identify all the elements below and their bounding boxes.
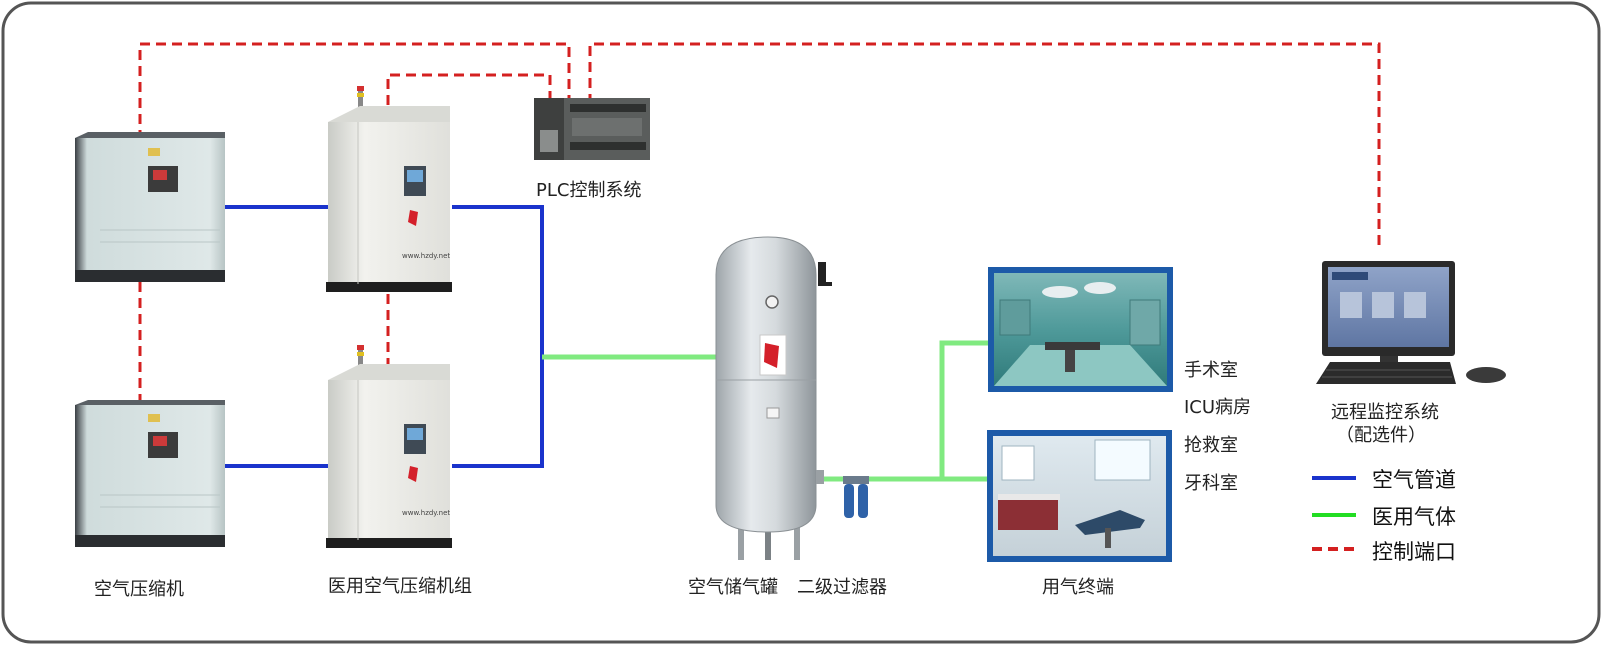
- plc-unit: [534, 98, 650, 160]
- air-tank: [715, 236, 832, 560]
- cabinet-website-top: www.hzdy.net: [402, 252, 450, 260]
- room-label-icu: ICU病房: [1184, 397, 1252, 418]
- monitor-computer: [1316, 261, 1506, 384]
- room-label-operating: 手术室: [1184, 360, 1238, 381]
- secondary-filter-label: 二级过滤器: [797, 577, 887, 598]
- operating-room-photo: [988, 267, 1173, 392]
- air-compressor-label: 空气压缩机: [94, 579, 184, 600]
- cabinet-website-bottom: www.hzdy.net: [402, 509, 450, 517]
- medical-compressor-set-label: 医用空气压缩机组: [328, 576, 472, 597]
- medical-compressor-top: www.hzdy.net: [326, 86, 452, 292]
- legend-label-air-pipe: 空气管道: [1372, 468, 1456, 492]
- gas-terminal-label: 用气终端: [1042, 577, 1114, 598]
- legend-label-control: 控制端口: [1372, 540, 1456, 564]
- medical-compressor-bottom: www.hzdy.net: [326, 345, 452, 548]
- room-label-dental: 牙科室: [1184, 473, 1238, 494]
- control-lines: [138, 42, 1381, 404]
- remote-monitor-optional-label: （配选件）: [1336, 425, 1426, 446]
- legend-swatches: [1312, 476, 1356, 551]
- remote-monitor-label: 远程监控系统: [1331, 402, 1439, 423]
- air-compressor-top: [75, 132, 225, 282]
- air-pipes: [225, 205, 544, 468]
- plc-label: PLC控制系统: [536, 180, 642, 201]
- air-tank-label: 空气储气罐: [688, 577, 778, 598]
- legend-label-medical-gas: 医用气体: [1372, 505, 1456, 529]
- dental-room-photo: [987, 430, 1172, 562]
- room-label-rescue: 抢救室: [1184, 435, 1238, 456]
- secondary-filter: [843, 476, 869, 518]
- air-compressor-bottom: [75, 400, 225, 547]
